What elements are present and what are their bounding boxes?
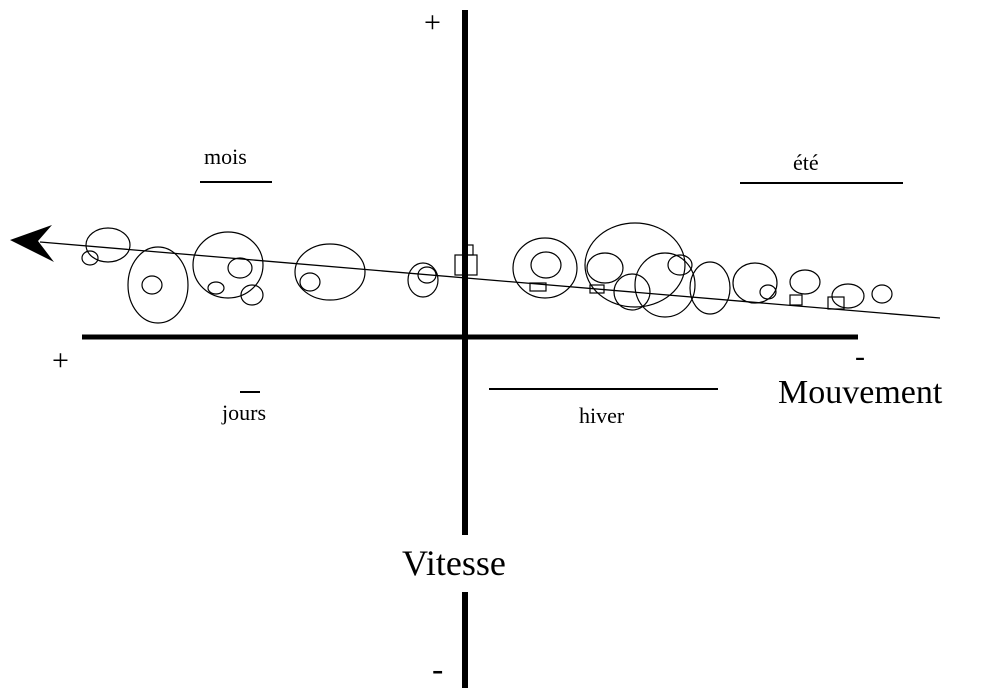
y-minus-sign: - <box>432 651 443 688</box>
y-axis-label: Vitesse <box>402 543 506 583</box>
quadrant-label-hiver: hiver <box>579 403 625 428</box>
x-minus-sign: - <box>855 340 865 373</box>
x-plus-sign: + <box>52 344 69 377</box>
quadrant-label-ete: été <box>793 150 819 175</box>
quadrant-label-mois: mois <box>204 144 247 169</box>
scribble-loops <box>81 222 893 324</box>
quadrant-label-jours: jours <box>221 400 266 425</box>
y-plus-sign: + <box>424 6 441 39</box>
arrow-head-icon <box>10 225 54 262</box>
x-axis-label: Mouvement <box>778 374 943 411</box>
